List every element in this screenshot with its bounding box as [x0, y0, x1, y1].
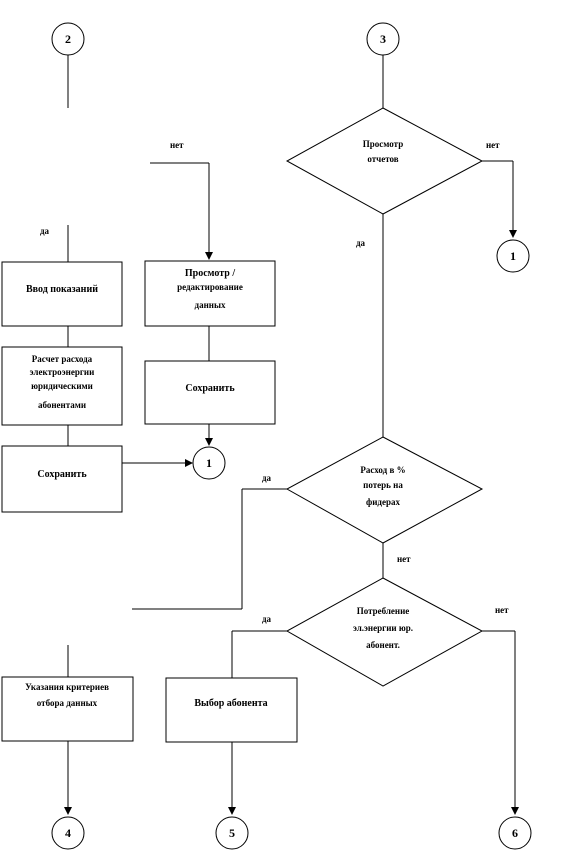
- box-save-left: Сохранить: [1, 445, 123, 513]
- label-yes-reports: да: [356, 238, 366, 248]
- connector-6-label: 6: [512, 826, 518, 840]
- decision-view-reports: Просмотр отчетов: [285, 107, 484, 215]
- box-calc-line4: абонентами: [38, 400, 86, 410]
- label-no-mid: нет: [170, 140, 184, 150]
- label-no-consumption: нет: [495, 605, 509, 615]
- decision-loss-line2: потерь на: [363, 480, 403, 490]
- connector-2-label: 2: [65, 32, 71, 46]
- label-yes-left: да: [40, 226, 50, 236]
- box-save-mid: Сохранить: [144, 360, 276, 425]
- box-calc-line1: Расчет расхода: [32, 354, 93, 364]
- connector-4-bottom: 4: [51, 816, 85, 850]
- connector-3-top: 3: [366, 22, 400, 56]
- box-calc-line2: электроэнергии: [30, 367, 95, 377]
- box-save-mid-text: Сохранить: [185, 383, 235, 394]
- decision-view-reports-line1: Просмотр: [363, 139, 403, 149]
- decision-loss-line1: Расход в %: [360, 465, 405, 475]
- box-view-edit-line3: данных: [195, 300, 226, 310]
- box-view-edit-line2: редактирование: [177, 282, 243, 292]
- box-calculation: Расчет расхода электроэнергии юридически…: [1, 346, 123, 426]
- connector-4-label: 4: [65, 826, 71, 840]
- connector-1-right: 1: [496, 239, 530, 273]
- decision-consumption: Потребление эл.энергии юр. абонент.: [285, 577, 484, 687]
- box-choose-subscriber-text: Выбор абонента: [194, 698, 267, 709]
- box-criteria-line1: Указания критериев: [25, 682, 109, 692]
- box-view-edit-line1: Просмотр /: [185, 268, 235, 279]
- label-no-reports: нет: [486, 140, 500, 150]
- connector-5-label: 5: [229, 826, 235, 840]
- label-no-loss: нет: [397, 554, 411, 564]
- box-calc-line3: юридическими: [31, 381, 93, 391]
- connector-6-bottom: 6: [498, 816, 532, 850]
- box-view-edit: Просмотр / редактирование данных: [144, 260, 276, 327]
- connector-2-top: 2: [51, 22, 85, 56]
- box-criteria: Указания критериев отбора данных: [1, 676, 134, 742]
- box-choose-subscriber: Выбор абонента: [165, 677, 298, 743]
- box-save-left-text: Сохранить: [37, 469, 87, 480]
- label-yes-loss: да: [262, 473, 272, 483]
- connector-1-mid-label: 1: [206, 456, 212, 470]
- box-input-readings: Ввод показаний: [1, 261, 123, 327]
- decision-loss-line3: фидерах: [366, 497, 400, 507]
- connector-5-bottom: 5: [215, 816, 249, 850]
- decision-loss: Расход в % потерь на фидерах: [285, 436, 484, 544]
- decision-consumption-line3: абонент.: [366, 640, 400, 650]
- decision-consumption-line1: Потребление: [357, 606, 410, 616]
- connector-3-label: 3: [380, 32, 386, 46]
- decision-view-reports-line2: отчетов: [367, 154, 398, 164]
- decision-consumption-line2: эл.энергии юр.: [353, 623, 413, 633]
- box-input-readings-text: Ввод показаний: [26, 284, 98, 295]
- connector-1-right-label: 1: [510, 249, 516, 263]
- box-criteria-line2: отбора данных: [37, 698, 98, 708]
- connector-1-mid: 1: [192, 446, 226, 480]
- label-yes-consumption: да: [262, 614, 272, 624]
